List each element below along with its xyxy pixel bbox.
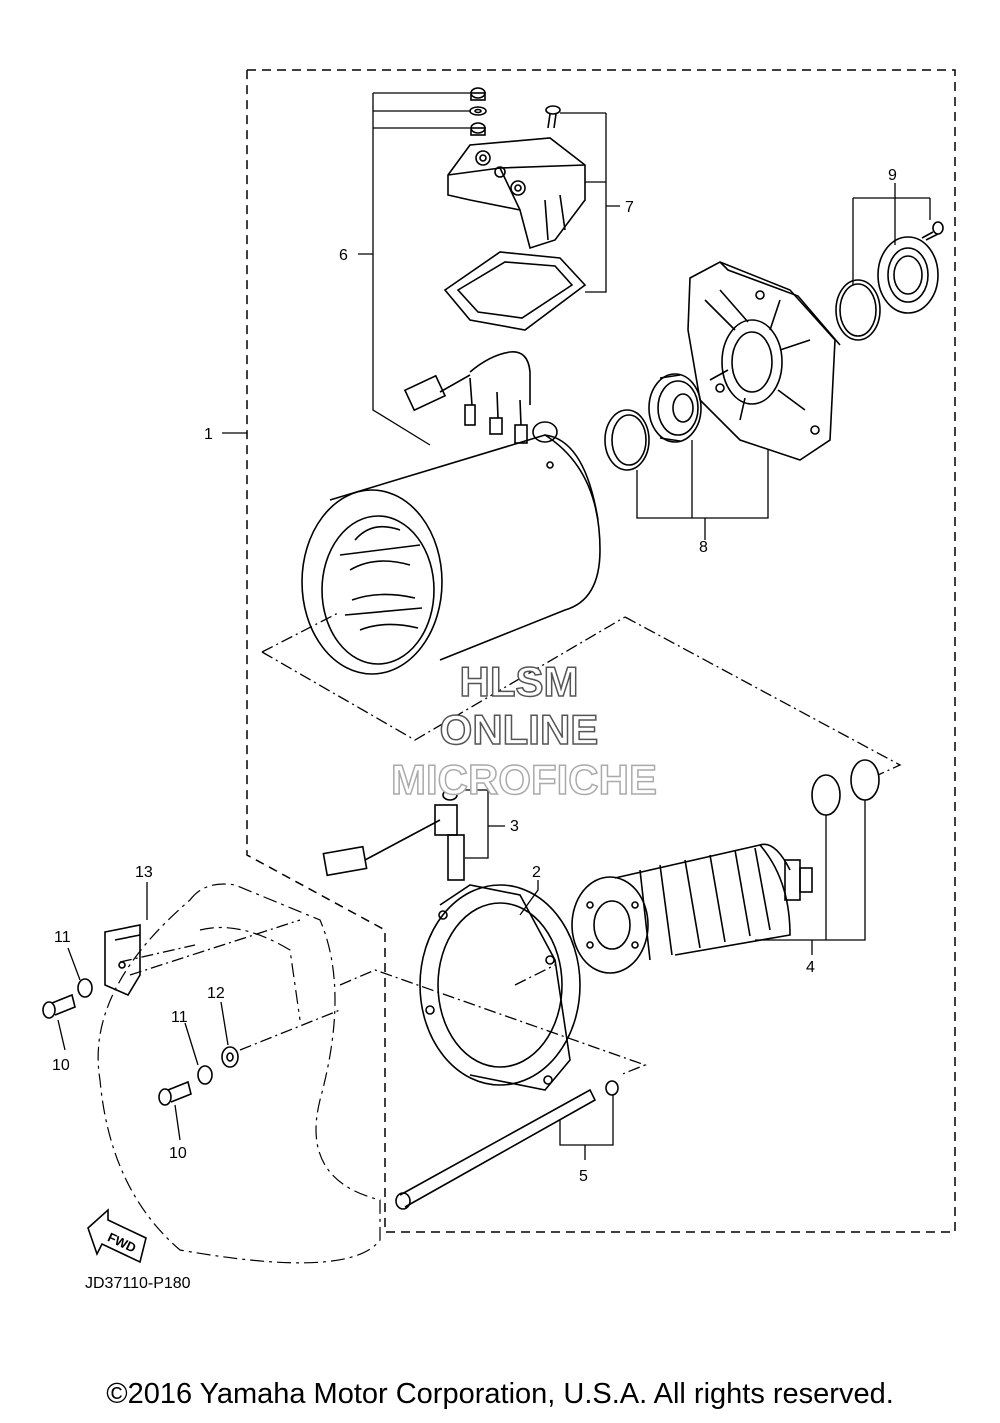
- part-labels: 1 2 3 4 5 6 7 8 9 10 10 11 11 12 13: [52, 167, 897, 1185]
- end-cover: [687, 261, 841, 461]
- label-part-3: 3: [510, 818, 519, 835]
- label-part-2: 2: [532, 864, 541, 881]
- engine-case-outline: [97, 883, 381, 1264]
- label-part-6: 6: [339, 247, 348, 264]
- watermark-line-1: HLSM: [460, 658, 579, 705]
- copyright-notice: ©2016 Yamaha Motor Corporation, U.S.A. A…: [106, 1378, 894, 1410]
- terminal-nuts: [469, 87, 487, 136]
- stator-housing: [301, 351, 601, 675]
- label-part-11-b: 11: [171, 1009, 188, 1026]
- bracket-13: [104, 924, 141, 997]
- label-part-10-b: 10: [169, 1145, 187, 1162]
- label-part-9: 9: [888, 167, 897, 184]
- label-part-7: 7: [625, 199, 634, 216]
- armature-circlips: [811, 759, 880, 816]
- circlip-8: [604, 409, 650, 471]
- fwd-arrow: FWD: [87, 1208, 147, 1264]
- label-part-12: 12: [207, 985, 225, 1002]
- label-part-13: 13: [135, 864, 153, 881]
- terminal-cover: [447, 137, 586, 250]
- washer-11-a: [77, 978, 93, 998]
- label-part-4: 4: [806, 959, 815, 976]
- label-part-5: 5: [579, 1168, 588, 1185]
- terminal-gasket: [443, 251, 587, 331]
- speed-sensor: [322, 789, 465, 881]
- o-ring-9: [835, 279, 881, 341]
- front-bracket: [419, 884, 581, 1091]
- bolt-10-b: [158, 1080, 192, 1106]
- label-part-11-a: 11: [54, 929, 71, 946]
- armature: [571, 843, 813, 974]
- bearing: [648, 373, 702, 443]
- seal-screw: [921, 221, 944, 241]
- washer-11-b: [197, 1065, 213, 1085]
- label-part-10-a: 10: [52, 1057, 70, 1074]
- washer-12: [221, 1046, 239, 1068]
- bolt-10-a: [42, 993, 76, 1019]
- leader-lines: [57, 92, 931, 1160]
- label-part-8: 8: [699, 539, 708, 556]
- label-part-1: 1: [204, 426, 213, 443]
- cover-screw: [545, 105, 561, 129]
- watermark-line-2: ONLINE: [440, 706, 599, 753]
- assembly-boundary: [246, 69, 956, 1233]
- drawing-code: JD37110-P180: [85, 1275, 191, 1292]
- through-bolt: [395, 1080, 619, 1210]
- watermark: HLSM ONLINE MICROFICHE: [390, 657, 658, 804]
- seal-plate: [877, 236, 939, 314]
- watermark-line-3: MICROFICHE: [391, 756, 657, 803]
